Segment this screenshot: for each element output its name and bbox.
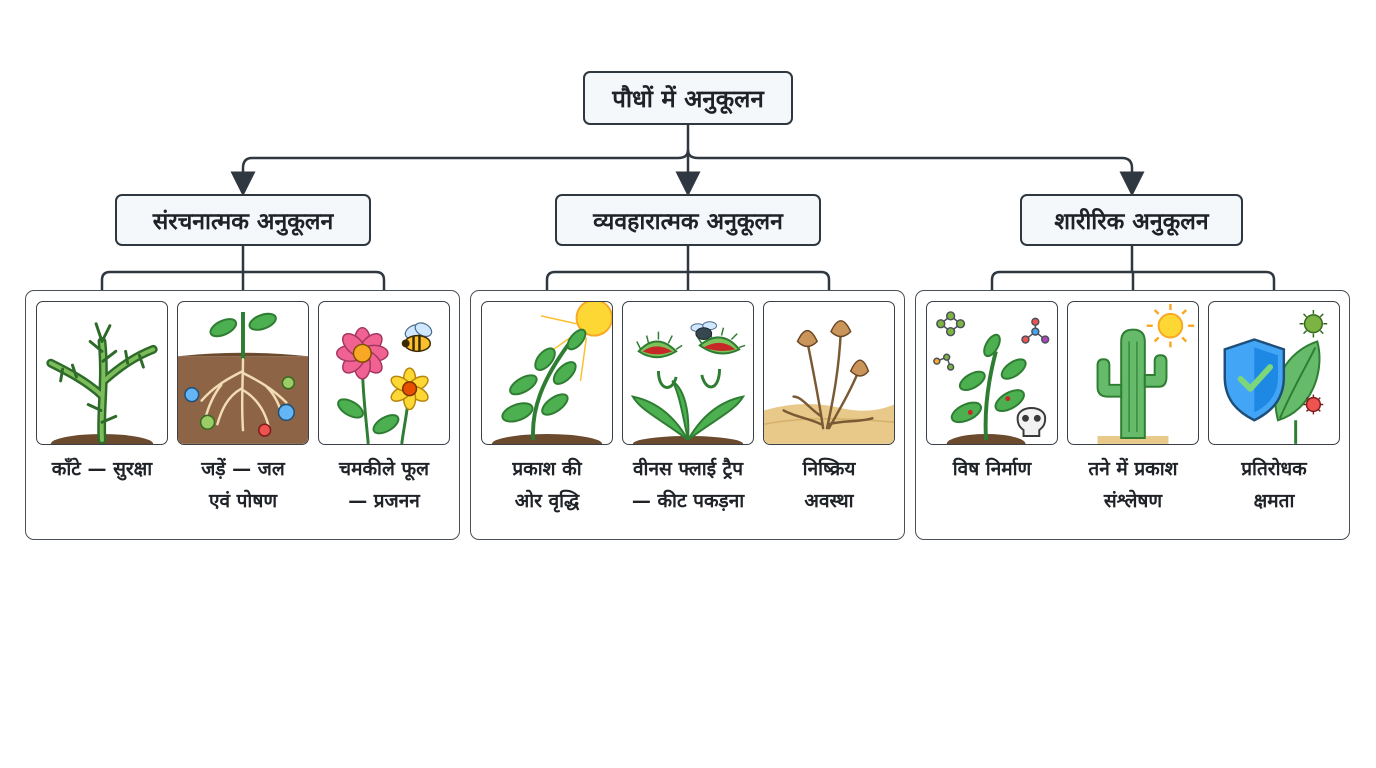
subtree-lines-0 <box>100 246 386 290</box>
tile-immunity <box>1208 301 1340 445</box>
dormant-plant-icon <box>764 320 894 444</box>
category-physiological: शारीरिक अनुकूलन <box>1020 194 1243 246</box>
category-structural: संरचनात्मक अनुकूलन <box>115 194 371 246</box>
tile-toxin <box>926 301 1058 445</box>
molecule-icon <box>933 311 1050 371</box>
sun-icon <box>1146 304 1195 348</box>
venus-flytrap-icon <box>630 321 746 444</box>
subtree-lines-2 <box>990 246 1276 290</box>
branch-line-right <box>686 149 1145 197</box>
item-label-flowers: चमकीले फूल— प्रजनन <box>339 458 429 512</box>
bee-icon <box>401 322 433 353</box>
plant-bending-to-sun-icon <box>491 302 612 444</box>
skull-icon <box>1016 406 1047 438</box>
flowers-with-bee-icon <box>335 322 433 444</box>
shield-icon <box>1223 338 1286 422</box>
cactus-with-sun-icon <box>1096 304 1195 444</box>
tile-roots <box>177 301 309 445</box>
subtree-lines-1 <box>545 246 831 290</box>
group-behavioral: प्रकाश कीओर वृद्धि वीनस फ्लाई ट्रैप— कीट… <box>470 290 905 540</box>
item-label-toxin: विष निर्माण <box>952 458 1032 480</box>
toxic-plant-icon <box>933 311 1050 444</box>
tile-dormancy <box>763 301 895 445</box>
category-behavioral: व्यवहारात्मक अनुकूलन <box>555 194 821 246</box>
tile-venus-flytrap <box>622 301 754 445</box>
tile-thorns <box>36 301 168 445</box>
roots-in-soil-icon <box>178 311 308 444</box>
thorny-stem-icon <box>46 322 158 444</box>
tile-cactus <box>1067 301 1199 445</box>
shield-leaf-immunity-icon <box>1223 309 1328 444</box>
germ-icon <box>1303 394 1324 415</box>
tile-phototropism <box>481 301 613 445</box>
item-label-phototropism: प्रकाश कीओर वृद्धि <box>512 458 582 512</box>
item-label-thorns: काँटे — सुरक्षा <box>51 458 153 480</box>
item-label-venus-flytrap: वीनस फ्लाई ट्रैप— कीट पकड़ना <box>631 458 745 512</box>
tile-flowers <box>318 301 450 445</box>
virus-icon <box>1299 309 1328 338</box>
fly-icon <box>690 321 718 341</box>
root-node: पौधों में अनुकूलन <box>583 71 793 125</box>
branch-line-left <box>230 149 690 197</box>
